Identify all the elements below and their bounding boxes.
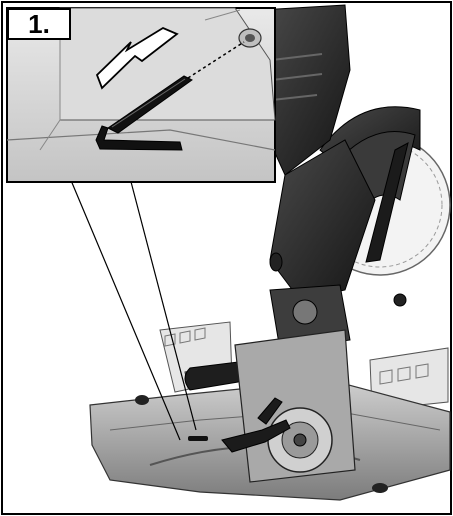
arrow-icon — [95, 26, 179, 90]
insertion-path — [187, 41, 245, 79]
screw-hole-icon — [238, 28, 262, 48]
saw-main — [89, 4, 451, 501]
hex-key-stored — [188, 436, 208, 441]
hex-key-icon — [95, 75, 193, 151]
step-number-label: 1. — [7, 8, 71, 40]
leader-line-left — [69, 177, 181, 441]
leader-line-right — [129, 177, 197, 431]
